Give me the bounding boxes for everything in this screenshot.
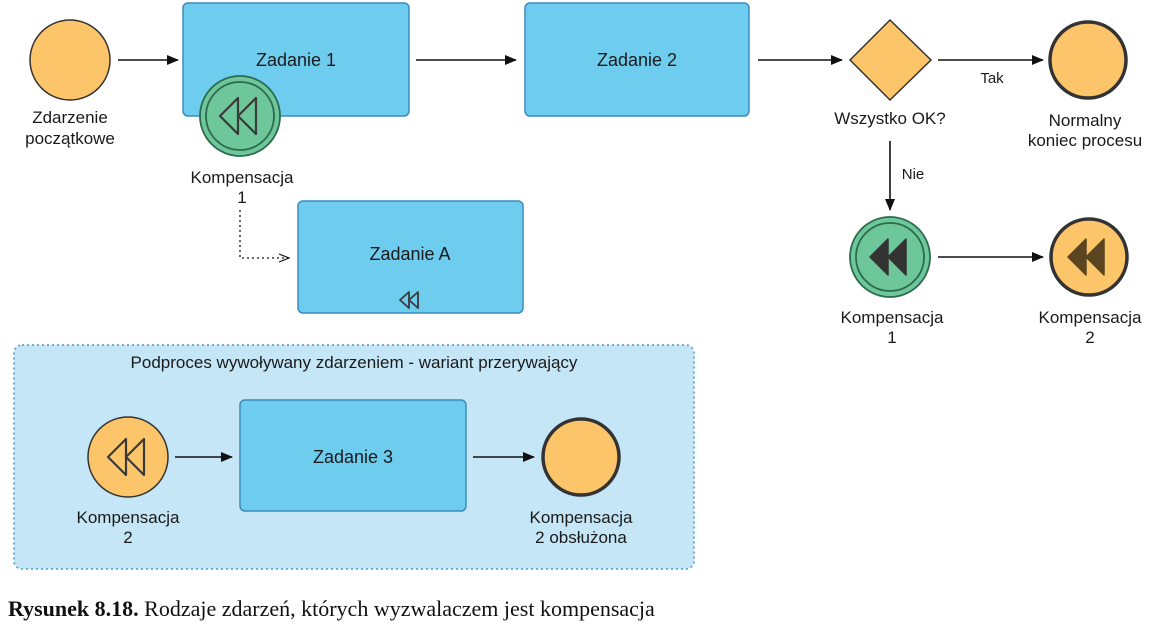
task-1-label: Zadanie 1	[256, 50, 336, 70]
start-event-label-2: początkowe	[25, 129, 115, 148]
subprocess-end-label-1: Kompensacja	[529, 508, 633, 527]
compensation-association	[239, 210, 289, 258]
end-compensation-event-2[interactable]	[1049, 217, 1129, 297]
compensation-rewind-filled-icon	[869, 238, 907, 276]
start-event	[29, 19, 111, 101]
task-3-label: Zadanie 3	[313, 447, 393, 467]
edge-label-tak: Tak	[980, 70, 1004, 87]
normal-end-label-1: Normalny	[1049, 111, 1122, 130]
caption-prefix: Rysunek 8.18.	[8, 596, 139, 621]
figure-caption: Rysunek 8.18. Rodzaje zdarzeń, których w…	[8, 596, 655, 621]
compensation-boundary-1-label-2: 1	[237, 188, 246, 207]
task-2[interactable]	[524, 2, 750, 117]
normal-end-event	[1048, 20, 1128, 100]
caption-text: Rodzaje zdarzeń, których wyzwalaczem jes…	[139, 596, 655, 621]
compensation-boundary-event-1[interactable]	[199, 75, 281, 157]
compensation-marker-icon	[399, 291, 419, 309]
start-event-label-1: Zdarzenie	[32, 108, 108, 127]
task-2-label: Zadanie 2	[597, 50, 677, 70]
task-3[interactable]	[239, 399, 467, 512]
normal-end-label-2: koniec procesu	[1028, 131, 1142, 150]
compensation-rewind-filled-icon	[1067, 238, 1105, 276]
task-a-label: Zadanie A	[369, 244, 450, 264]
subprocess-title: Podproces wywoływany zdarzeniem - warian…	[131, 353, 578, 372]
exclusive-gateway[interactable]	[848, 18, 933, 102]
end-compensation-2-label-1: Kompensacja	[1038, 308, 1142, 327]
gateway-label: Wszystko OK?	[834, 109, 945, 128]
compensation-rewind-icon	[106, 437, 146, 477]
compensation-boundary-1-label-1: Kompensacja	[190, 168, 294, 187]
subprocess-start-label-2: 2	[123, 528, 132, 547]
throw-compensation-1-label-2: 1	[887, 328, 896, 347]
throw-compensation-event-1[interactable]	[849, 216, 931, 298]
subprocess-end-event	[541, 417, 621, 497]
throw-compensation-1-label-1: Kompensacja	[840, 308, 944, 327]
edge-label-nie: Nie	[902, 166, 925, 183]
subprocess-start-compensation-event[interactable]	[87, 416, 169, 498]
end-compensation-2-label-2: 2	[1085, 328, 1094, 347]
compensation-rewind-icon	[218, 96, 258, 136]
task-a[interactable]	[297, 200, 524, 314]
subprocess-start-label-1: Kompensacja	[76, 508, 180, 527]
subprocess-end-label-2: 2 obsłużona	[535, 528, 627, 547]
